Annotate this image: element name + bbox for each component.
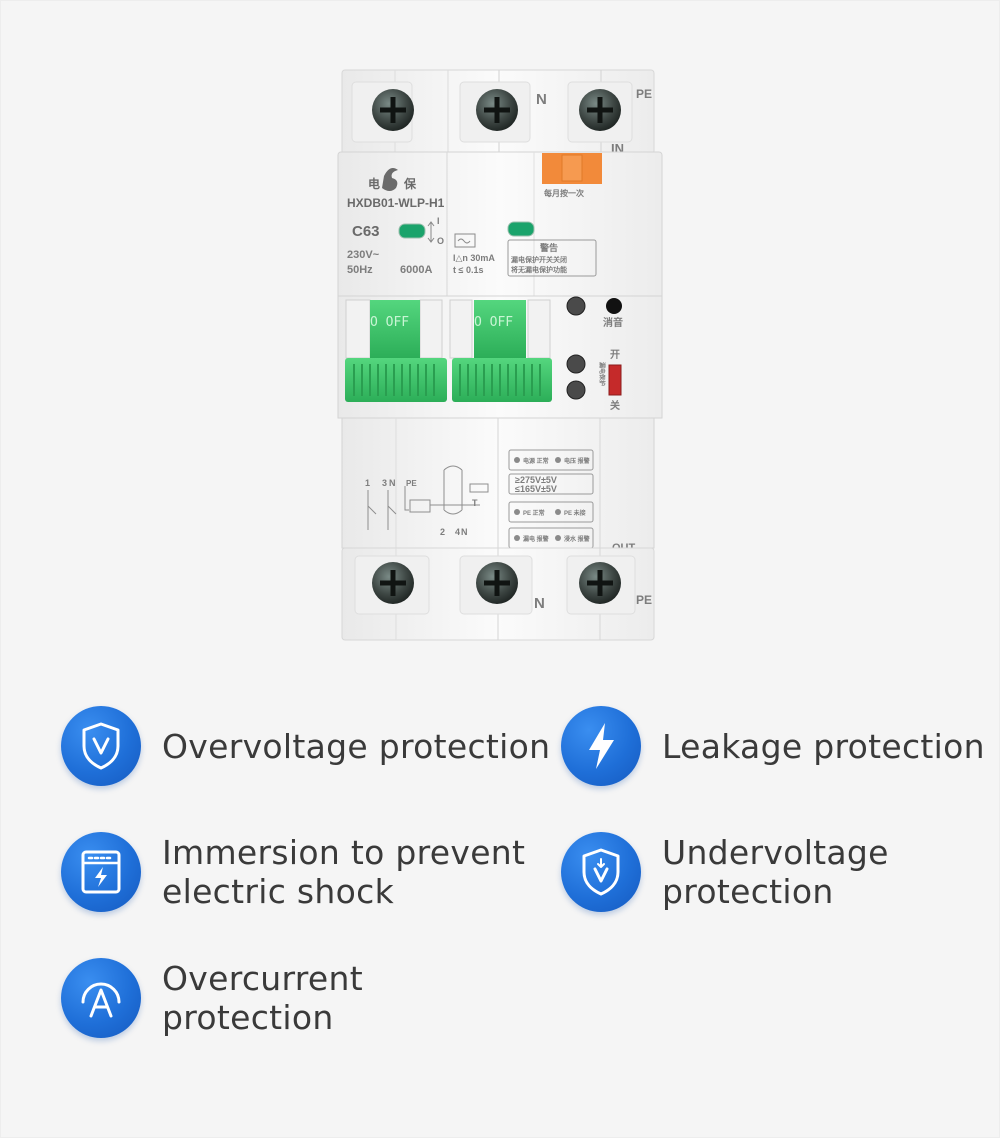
screw-bottom-middle — [476, 562, 518, 604]
mute-label: 消音 — [603, 316, 623, 329]
wiring-diagram — [367, 465, 489, 530]
off-label: 关 — [610, 399, 620, 412]
label-bottom-pe: PE — [636, 593, 652, 607]
status-window-left — [398, 223, 426, 239]
brand-right: 保 — [403, 176, 417, 191]
status-window-right — [507, 221, 535, 237]
feature-undervoltage-text: Undervoltage protection — [662, 833, 889, 911]
feature-undervoltage-line1: Undervoltage — [662, 833, 889, 872]
legend-row1-right: 电压 报警 — [564, 457, 590, 465]
feature-immersion: Immersion to prevent electric shock — [61, 832, 525, 912]
diagram-tn: N — [389, 478, 396, 488]
screw-bottom-right — [579, 562, 621, 604]
warning-line1: 漏电保护开关关闭 — [511, 255, 567, 264]
feature-overcurrent-line1: Overcurrent — [162, 959, 363, 998]
feature-leakage-line1: Leakage protection — [662, 726, 985, 766]
feature-immersion-line1: Immersion to prevent — [162, 833, 526, 872]
legend-row4-left: 漏电 报警 — [523, 535, 549, 543]
warning-title: 警告 — [540, 242, 558, 253]
test-note: 每月按一次 — [544, 188, 584, 198]
handle-right[interactable]: O OFF — [452, 300, 552, 402]
legend-row4-right: 浸水 报警 — [564, 535, 590, 543]
feature-overcurrent: Overcurrent protection — [61, 958, 363, 1038]
diagram-t1: 1 — [365, 478, 370, 488]
diagram-t3: 3 — [382, 478, 387, 488]
screw-top-left — [372, 89, 414, 131]
diagram-t4: 4 — [455, 527, 460, 537]
shield-down-v-icon — [561, 832, 641, 912]
shield-v-icon — [61, 706, 141, 786]
brand-logo-icon — [382, 168, 398, 191]
feature-immersion-line2: electric shock — [162, 872, 394, 911]
feature-immersion-text: Immersion to prevent electric shock — [162, 833, 525, 911]
brand-left: 电 — [368, 176, 380, 191]
side-label: 漏电保护 — [598, 362, 606, 386]
control-button-1[interactable] — [566, 296, 586, 316]
on-label: 开 — [610, 349, 620, 361]
immersion-panel-icon — [61, 832, 141, 912]
feature-overcurrent-line2: protection — [162, 998, 334, 1037]
trip-time-label: t ≤ 0.1s — [453, 265, 483, 275]
screw-top-middle — [476, 89, 518, 131]
diagram-tt: T — [472, 498, 478, 508]
feature-overcurrent-text: Overcurrent protection — [162, 959, 363, 1037]
switch-mark-off: O — [437, 236, 444, 246]
screw-bottom-left — [372, 562, 414, 604]
breaking-capacity-label: 6000A — [400, 264, 432, 276]
handle-right-label: O OFF — [474, 315, 513, 330]
diagram-tpe: PE — [406, 479, 417, 488]
legend-row3-left: PE 正常 — [523, 509, 545, 517]
legend-row2-line2: ≤165V±5V — [515, 484, 557, 494]
leak-current-label: I△n 30mA — [453, 253, 495, 263]
circuit-breaker-image: N PE I N 电 保 HXDB01-WLP-H1 C63 230V~ 50Hz… — [337, 69, 663, 641]
switch-mark-on: I — [437, 216, 440, 226]
diagram-tno: N — [461, 527, 468, 537]
legend-row2-line1: ≥275V±5V — [515, 475, 557, 485]
feature-leakage-text: Leakage protection — [662, 727, 985, 766]
voltage-label: 230V~ — [347, 249, 380, 261]
model-number: HXDB01-WLP-H1 — [347, 196, 445, 210]
legend-row3-right: PE 未接 — [564, 509, 586, 517]
feature-overvoltage-text: Overvoltage protection — [162, 727, 550, 766]
control-button-2[interactable] — [566, 354, 586, 374]
feature-overvoltage-line1: Overvoltage protection — [162, 726, 551, 766]
feature-undervoltage-line2: protection — [662, 872, 834, 911]
diagram-t2: 2 — [440, 527, 445, 537]
ampere-icon — [61, 958, 141, 1038]
rating-label: C63 — [352, 223, 380, 240]
warning-line2: 将无漏电保护功能 — [511, 265, 567, 274]
lightning-icon — [561, 706, 641, 786]
label-top-pe: PE — [636, 87, 652, 101]
control-button-3[interactable] — [566, 380, 586, 400]
screw-top-right — [579, 89, 621, 131]
feature-leakage: Leakage protection — [561, 706, 985, 786]
frequency-label: 50Hz — [347, 264, 373, 276]
handle-left-label: O OFF — [370, 315, 409, 330]
feature-undervoltage: Undervoltage protection — [561, 832, 889, 912]
feature-overvoltage: Overvoltage protection — [61, 706, 550, 786]
mute-button[interactable] — [606, 298, 622, 314]
warning-box — [507, 239, 597, 277]
handle-left[interactable]: O OFF — [345, 300, 447, 402]
label-bottom-n: N — [534, 595, 545, 612]
label-top-n: N — [536, 91, 547, 108]
slide-switch[interactable] — [608, 364, 622, 396]
legend-row1-left: 电源 正常 — [523, 457, 549, 465]
